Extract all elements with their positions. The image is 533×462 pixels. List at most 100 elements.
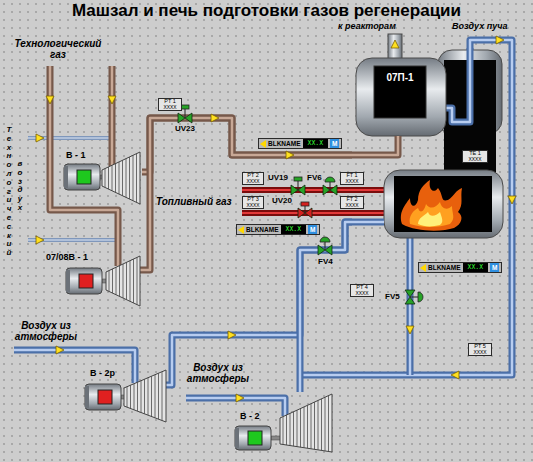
flow-marker [46, 96, 54, 104]
motor-cap [66, 270, 70, 292]
instrument-value: XXXX [468, 157, 481, 163]
flow-marker [451, 371, 459, 379]
compressor-rib [112, 165, 113, 190]
value-readout: XX.X [281, 225, 307, 234]
tag-plate [374, 66, 426, 118]
valve-stem [305, 206, 306, 213]
flow-marker [108, 96, 116, 104]
pipe-line [300, 222, 352, 392]
compressor-rib [127, 387, 128, 407]
gas-pipe [352, 136, 398, 155]
equipment-tag: В - 1 [66, 151, 86, 161]
pointer-marker [238, 226, 244, 234]
valve-actuator [320, 237, 330, 242]
valve-stem [325, 242, 326, 250]
gas-pipe [50, 66, 118, 266]
flow-marker [286, 151, 294, 159]
status-lamp [79, 274, 93, 288]
equipment-tag: 07/08В - 1 [46, 253, 88, 263]
instrument-value: XXXX [246, 203, 259, 209]
stream-label: воздух [16, 160, 24, 213]
pipe-line [140, 118, 352, 270]
valve-stem [185, 109, 186, 118]
diagram-title: Машзал и печь подготовки газов регенерац… [0, 1, 533, 21]
gas-pipe [50, 66, 118, 266]
instrument-value: XXXX [345, 203, 358, 209]
flow-marker [211, 114, 219, 122]
compressor-unit: 07/08В - 1 [44, 252, 140, 307]
pointer-marker [260, 140, 266, 148]
compressor-rib [162, 372, 163, 421]
equipment-tag: В - 2 [240, 412, 260, 422]
motor-body [64, 164, 100, 190]
stream-label: к реакторам [338, 22, 396, 32]
flow-marker [508, 196, 516, 204]
instrument-box: TE 1XXXX [462, 150, 488, 163]
mode-indicator: M [490, 263, 499, 272]
controller-bar: BLKNAMEXX.XM [236, 224, 320, 235]
pipe-connector [166, 222, 352, 385]
valve-tag: UV23 [175, 125, 195, 134]
compressor-rib [112, 269, 113, 293]
compressor-rib [126, 262, 127, 299]
firebox [394, 176, 492, 232]
air-pipe [300, 40, 512, 375]
compressor-rib [283, 417, 284, 445]
flame [410, 202, 454, 227]
value-readout: XX.X [463, 263, 489, 272]
motor-body [235, 426, 271, 450]
compressor-body [106, 256, 140, 306]
compressor-rib [130, 261, 131, 302]
status-lamp [248, 431, 262, 445]
compressor-rib [134, 384, 135, 410]
compressor-rib [141, 381, 142, 413]
instrument-value: XXXX [246, 179, 259, 185]
flow-marker [496, 36, 504, 44]
compressor-rib [144, 379, 145, 414]
mode-indicator: M [308, 225, 317, 234]
valve-tag: FV4 [318, 258, 333, 267]
air-pipe [14, 350, 135, 383]
equipment-tag: 07П-1 [374, 72, 426, 83]
compressor-rib [148, 378, 149, 415]
air-pipe [186, 398, 285, 416]
compressor-rib [133, 155, 134, 200]
block-name: BLKNAME [246, 225, 279, 234]
valve-stem [410, 297, 418, 298]
compressor-body [124, 370, 166, 422]
gas-pipe [352, 136, 398, 155]
compressor-rib [137, 257, 138, 304]
furnace-unit: 07П-1 TE 1XXXX [352, 48, 505, 240]
compressor-rib [321, 399, 322, 451]
valve-stem [330, 182, 331, 190]
stream-label: Технологический газ [10, 38, 106, 60]
gas-pipe [109, 66, 116, 166]
compressor-body [280, 394, 332, 452]
air-pipe [300, 40, 512, 375]
block-name: BLKNAME [268, 139, 301, 148]
compressor-rib [119, 266, 120, 297]
instrument-value: XXXX [473, 350, 486, 356]
instrument-box: PT 5XXXX [468, 343, 492, 356]
compressor-rib [130, 385, 131, 408]
compressor-rib [115, 164, 116, 193]
compressor-rib [314, 402, 315, 449]
compressor-drawing [232, 392, 334, 454]
compressor-rib [105, 169, 106, 188]
pipe-connector [140, 118, 352, 270]
compressor-rib [158, 373, 159, 419]
air-pipe [407, 238, 414, 375]
compressor-rib [151, 376, 152, 416]
valve-tag: FV5 [385, 293, 400, 302]
compressor-rib [136, 154, 137, 203]
valve-actuator [294, 177, 302, 181]
drum-shell [356, 58, 446, 136]
pipe-line [300, 222, 352, 392]
equipment-tag: В - 2р [90, 369, 115, 379]
valve-tag: UV20 [272, 197, 292, 206]
mode-indicator: M [330, 139, 339, 148]
valve-tag: UV19 [268, 174, 288, 183]
valve-actuator [325, 177, 335, 182]
air-pipe [352, 221, 384, 224]
instrument-box: FT 1XXXX [340, 172, 364, 185]
